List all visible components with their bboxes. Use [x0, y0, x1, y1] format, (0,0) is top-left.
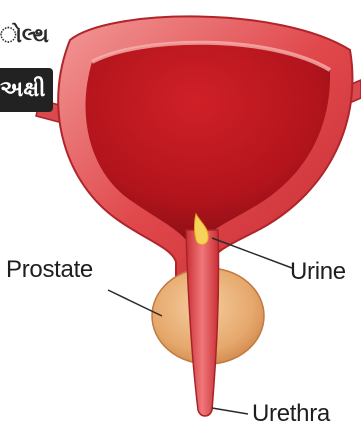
header-tag-line1: ોલ્થ — [0, 18, 49, 52]
urethra-pointer — [212, 408, 248, 414]
header-tag-line2: અક્ષી — [0, 68, 53, 112]
urine-pointer — [212, 238, 292, 268]
urethra-tube — [186, 230, 219, 416]
prostate-label: Prostate — [6, 256, 93, 284]
urine-label: Urine — [290, 258, 346, 286]
urethra-label: Urethra — [252, 400, 330, 428]
